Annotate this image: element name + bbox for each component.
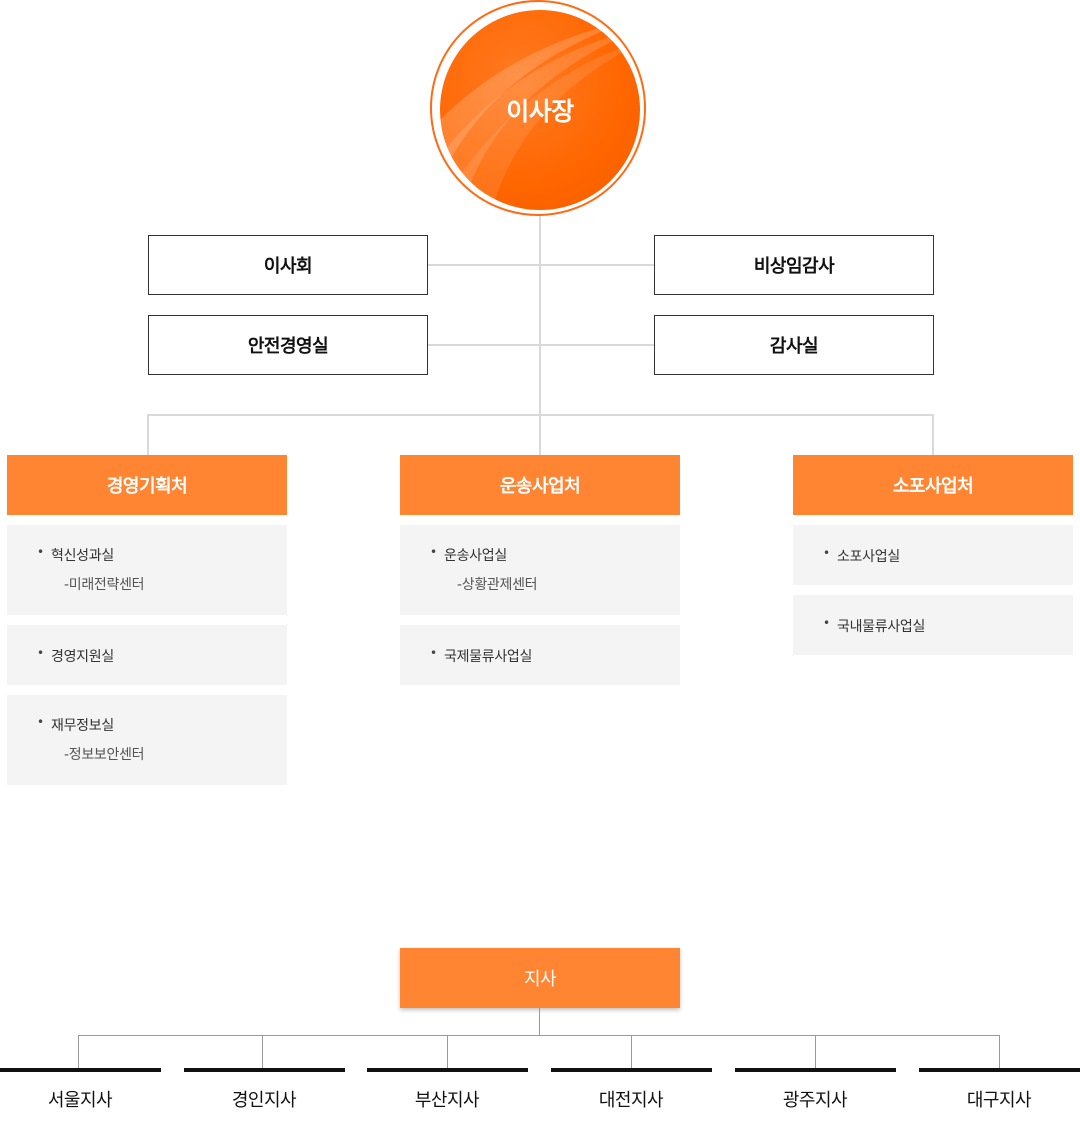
bullet-icon: • (823, 616, 830, 630)
unit-sub-center: -미래전략센터 (64, 577, 145, 593)
dept-horizontal-line (147, 414, 934, 416)
unit-name: 국제물류사업실 (444, 649, 533, 665)
branch-daegu[interactable]: 대구지사 (966, 1090, 1032, 1111)
dept-management-planning[interactable]: 경영기획처 (7, 455, 287, 515)
unit-name: 혁신성과실 (51, 548, 114, 564)
unit-card[interactable]: • 경영지원실 (7, 625, 287, 685)
bullet-icon: • (430, 646, 437, 660)
branch-busan[interactable]: 부산지사 (414, 1090, 480, 1111)
branch-bar (551, 1068, 712, 1072)
unit-card[interactable]: • 국내물류사업실 (793, 595, 1073, 655)
dept-transport-business[interactable]: 운송사업처 (400, 455, 680, 515)
chairman-label[interactable]: 이사장 (506, 97, 574, 126)
branch-head-box[interactable]: 지사 (400, 948, 680, 1008)
auditor-box[interactable]: 비상임감사 (654, 235, 934, 295)
unit-card[interactable]: • 혁신성과실 -미래전략센터 (7, 525, 287, 615)
branch-daejeon[interactable]: 대전지사 (598, 1090, 664, 1111)
trunk-line (539, 214, 541, 456)
bullet-icon: • (37, 715, 44, 729)
unit-name: 운송사업실 (444, 548, 507, 564)
connector-safety (427, 344, 540, 346)
branch-drop (999, 1035, 1000, 1069)
dept-parcel-business[interactable]: 소포사업처 (793, 455, 1073, 515)
branch-seoul[interactable]: 서울지사 (47, 1090, 113, 1111)
branch-bar (735, 1068, 896, 1072)
branch-horizontal-line (78, 1035, 1000, 1036)
branch-gyeongin[interactable]: 경인지사 (231, 1090, 297, 1111)
branch-drop (78, 1035, 79, 1069)
branch-bar (919, 1068, 1080, 1072)
unit-name: 국내물류사업실 (837, 619, 926, 635)
branch-gwangju[interactable]: 광주지사 (782, 1090, 848, 1111)
chairman-circle (440, 10, 640, 210)
safety-office-box[interactable]: 안전경영실 (148, 315, 428, 375)
dept-drop-left (147, 414, 149, 456)
audit-office-box[interactable]: 감사실 (654, 315, 934, 375)
branch-trunk-line (539, 1008, 540, 1036)
unit-sub-center: -상황관제센터 (457, 577, 538, 593)
branch-drop (447, 1035, 448, 1069)
branch-drop (815, 1035, 816, 1069)
connector-audit-office (540, 344, 655, 346)
bullet-icon: • (37, 545, 44, 559)
branch-bar (184, 1068, 345, 1072)
swoosh-decoration (440, 20, 640, 200)
unit-name: 경영지원실 (51, 649, 114, 665)
unit-sub-center: -정보보안센터 (64, 747, 145, 763)
branch-bar (367, 1068, 528, 1072)
bullet-icon: • (37, 646, 44, 660)
unit-card[interactable]: • 재무정보실 -정보보안센터 (7, 695, 287, 785)
connector-auditor (540, 264, 655, 266)
board-box[interactable]: 이사회 (148, 235, 428, 295)
branch-drop (262, 1035, 263, 1069)
unit-name: 재무정보실 (51, 718, 114, 734)
unit-card[interactable]: • 운송사업실 -상황관제센터 (400, 525, 680, 615)
dept-drop-right (932, 414, 934, 456)
bullet-icon: • (430, 545, 437, 559)
unit-name: 소포사업실 (837, 549, 900, 565)
connector-board (427, 264, 540, 266)
branch-bar (0, 1068, 161, 1072)
branch-drop (631, 1035, 632, 1069)
bullet-icon: • (823, 546, 830, 560)
unit-card[interactable]: • 국제물류사업실 (400, 625, 680, 685)
unit-card[interactable]: • 소포사업실 (793, 525, 1073, 585)
